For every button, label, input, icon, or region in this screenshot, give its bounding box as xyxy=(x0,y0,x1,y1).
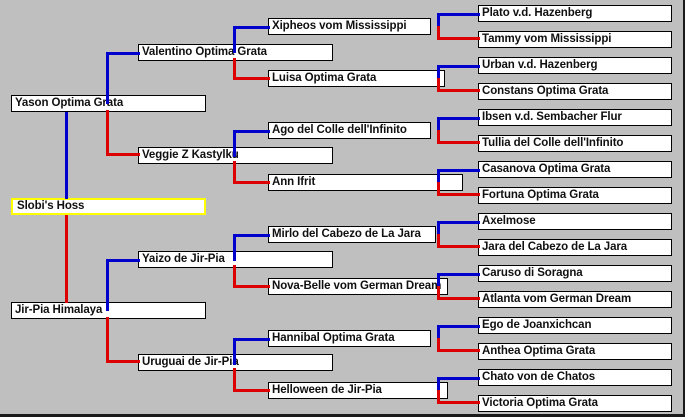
connector-dam-to-dam-sire-v xyxy=(106,259,109,311)
pedigree-node-gen4-3[interactable]: Urban v.d. Hazenberg xyxy=(478,57,672,74)
pedigree-node-gen3-2[interactable]: Luisa Optima Grata xyxy=(268,70,445,87)
connector-g3-2-v xyxy=(233,58,236,80)
pedigree-node-gen4-9[interactable]: Axelmose xyxy=(478,213,672,230)
pedigree-node-gen4-14[interactable]: Anthea Optima Grata xyxy=(478,343,672,360)
connector-g4-1-v xyxy=(437,13,440,27)
connector-g3-2-h xyxy=(233,77,270,80)
connector-g3-4-v xyxy=(233,161,236,183)
connector-dam-to-dam-dam-h xyxy=(106,360,140,363)
connector-g4-12-h xyxy=(437,297,480,300)
connector-sire-to-sire-sire-h xyxy=(106,52,140,55)
connector-g3-3-v xyxy=(233,130,236,157)
pedigree-node-gen3-8[interactable]: Helloween de Jir-Pia xyxy=(268,382,448,399)
pedigree-node-gen4-5[interactable]: Ibsen v.d. Sembacher Flur xyxy=(478,109,672,126)
pedigree-node-gen4-8[interactable]: Fortuna Optima Grata xyxy=(478,187,672,204)
connector-sire-to-sire-dam-v xyxy=(106,110,109,156)
connector-g4-14-v xyxy=(437,338,440,352)
connector-g4-6-h xyxy=(437,141,480,144)
connector-g3-4-h xyxy=(233,181,270,184)
connector-g4-15-v xyxy=(437,377,440,391)
connector-g4-11-v xyxy=(437,273,440,287)
connector-sire-to-sire-sire-v xyxy=(106,52,109,104)
pedigree-node-gen3-3[interactable]: Ago del Colle dell'Infinito xyxy=(268,122,431,139)
connector-g4-5-v xyxy=(437,117,440,131)
connector-g3-5-h xyxy=(233,234,270,237)
pedigree-node-gen4-13[interactable]: Ego de Joanxichcan xyxy=(478,317,672,334)
pedigree-node-gen4-12[interactable]: Atlanta vom German Dream xyxy=(478,291,672,308)
pedigree-node-gen3-4[interactable]: Ann Ifrit xyxy=(268,174,463,191)
pedigree-node-gen3-1[interactable]: Xipheos vom Mississippi xyxy=(268,18,431,35)
connector-dam-to-dam-sire-h xyxy=(106,259,140,262)
connector-g4-11-h xyxy=(437,273,480,276)
connector-g4-2-v xyxy=(437,26,440,40)
connector-g3-6-v xyxy=(233,265,236,287)
connector-g4-8-h xyxy=(437,193,480,196)
connector-g4-7-v xyxy=(437,169,440,183)
connector-g3-1-h xyxy=(233,26,270,29)
connector-g4-7-h xyxy=(437,169,480,172)
pedigree-node-gen4-1[interactable]: Plato v.d. Hazenberg xyxy=(478,5,672,22)
connector-dam-to-dam-dam-v xyxy=(106,317,109,363)
connector-g4-6-v xyxy=(437,130,440,144)
connector-g4-16-h xyxy=(437,401,480,404)
connector-g4-9-h xyxy=(437,221,480,224)
connector-g4-16-v xyxy=(437,390,440,404)
pedigree-node-gen4-16[interactable]: Victoria Optima Grata xyxy=(478,395,672,412)
connector-g4-9-v xyxy=(437,221,440,235)
connector-g3-8-v xyxy=(233,368,236,390)
pedigree-node-gen4-11[interactable]: Caruso di Soragna xyxy=(478,265,672,282)
connector-g4-13-v xyxy=(437,325,440,339)
connector-g4-2-h xyxy=(437,37,480,40)
connector-g3-7-v xyxy=(233,338,236,365)
connector-g4-12-v xyxy=(437,286,440,300)
connector-g3-6-h xyxy=(233,285,270,288)
pedigree-node-gen3-5[interactable]: Mirlo del Cabezo de La Jara xyxy=(268,226,436,243)
pedigree-node-gen4-4[interactable]: Constans Optima Grata xyxy=(478,83,672,100)
connector-g4-8-v xyxy=(437,182,440,196)
connector-g3-1-v xyxy=(233,26,236,53)
pedigree-node-gen3-6[interactable]: Nova-Belle vom German Dream xyxy=(268,278,448,295)
pedigree-node-gen4-2[interactable]: Tammy vom Mississippi xyxy=(478,31,672,48)
connector-g4-4-v xyxy=(437,78,440,92)
pedigree-node-gen4-10[interactable]: Jara del Cabezo de La Jara xyxy=(478,239,672,256)
connector-g4-10-v xyxy=(437,234,440,248)
connector-g4-15-h xyxy=(437,377,480,380)
connector-g4-3-h xyxy=(437,65,480,68)
connector-g4-1-h xyxy=(437,13,480,16)
connector-g4-14-h xyxy=(437,349,480,352)
connector-g4-4-h xyxy=(437,89,480,92)
connector-g3-7-h xyxy=(233,338,270,341)
pedigree-node-gen3-7[interactable]: Hannibal Optima Grata xyxy=(268,330,431,347)
pedigree-node-gen4-7[interactable]: Casanova Optima Grata xyxy=(478,161,672,178)
connector-g4-13-h xyxy=(437,325,480,328)
pedigree-node-subject[interactable]: Slobi's Hoss xyxy=(11,198,206,215)
connector-subject-to-sire xyxy=(65,112,68,199)
pedigree-node-gen4-15[interactable]: Chato von de Chatos xyxy=(478,369,672,386)
connector-g3-5-v xyxy=(233,234,236,261)
connector-g3-3-h xyxy=(233,130,270,133)
connector-sire-to-sire-dam-h xyxy=(106,153,140,156)
connector-subject-to-dam xyxy=(65,215,68,303)
connector-g4-5-h xyxy=(437,117,480,120)
connector-g4-10-h xyxy=(437,245,480,248)
pedigree-node-gen4-6[interactable]: Tullia del Colle dell'Infinito xyxy=(478,135,672,152)
connector-g4-3-v xyxy=(437,65,440,79)
connector-g3-8-h xyxy=(233,389,270,392)
